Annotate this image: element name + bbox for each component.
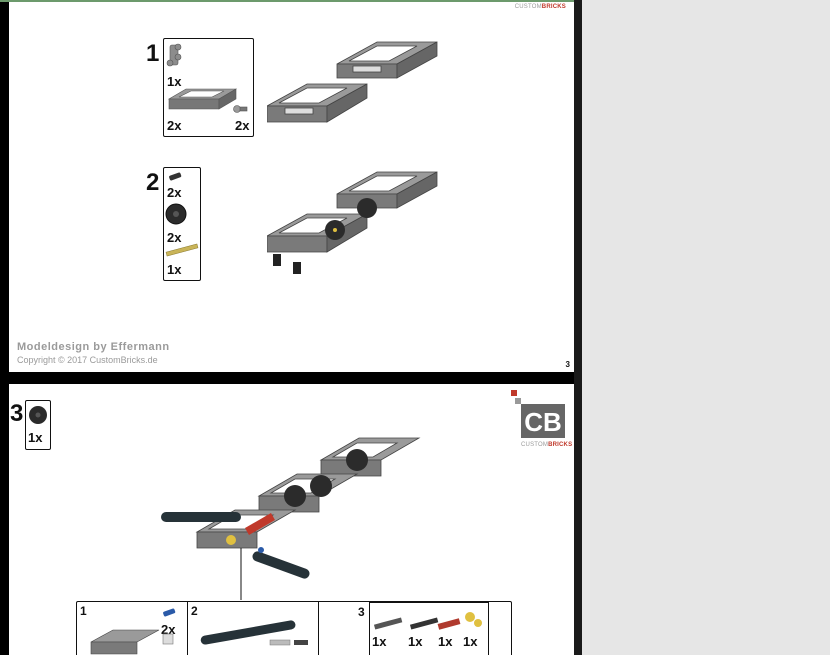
page-number: 3 [565,360,570,369]
step-1-model-illustration [267,41,438,123]
vertical-scrollbar[interactable] [574,0,582,655]
parts-illustration [200,620,308,646]
parts-callout: 2x 2x 1x [163,167,201,281]
step-number: 3 [10,400,24,427]
parts-callout: 1x 2x 2x [163,38,254,137]
instruction-page-4: CB CUSTOMBRICKS 3 1x [9,384,574,655]
top-border [0,0,582,2]
quantity-label: 1x [438,634,453,649]
substep-number: 1 [80,604,87,618]
quantity-label: 1x [463,634,478,649]
svg-text:CB: CB [524,407,562,437]
quantity-label: 2x [167,185,182,200]
step-number: 2 [146,169,160,196]
step-number: 1 [146,40,160,67]
quantity-label: 2x [235,118,250,133]
parts-illustration [373,612,482,630]
quantity-label: 1x [372,634,387,649]
step-3-model-illustration [161,437,421,600]
quantity-label: 1x [167,74,182,89]
parts-callout: 1x [25,400,51,450]
quantity-label: 2x [167,118,182,133]
parts-illustration [166,43,248,113]
substep-panel: 2 [187,602,319,655]
quantity-label: 1x [28,430,43,445]
parts-illustration [90,608,176,655]
substep-number: 2 [191,604,198,618]
substep-number: 3 [358,605,365,619]
quantity-label: 2x [167,230,182,245]
custombricks-logo: CB [511,390,565,438]
parts-illustration [165,172,199,257]
brand-label: CUSTOMBRICKS [521,442,573,448]
sub-assembly-callout: 1 2x 2 3 [76,601,512,655]
instruction-page-3: CUSTOMBRICKS 1 1x 2x 2x [9,2,574,372]
step-2-model-illustration [267,171,438,274]
substep-panel: 3 1x 1x 1x 1x [358,602,489,655]
document-viewer[interactable]: CUSTOMBRICKS 1 1x 2x 2x [0,0,582,655]
copyright-notice: Copyright © 2017 CustomBricks.de [17,355,158,365]
parts-illustration [29,406,47,424]
design-credit: Modeldesign by Effermann [17,341,170,353]
brand-label: CUSTOMBRICKS [514,4,566,10]
quantity-label: 1x [408,634,423,649]
quantity-label: 2x [161,622,176,637]
quantity-label: 1x [167,262,182,277]
